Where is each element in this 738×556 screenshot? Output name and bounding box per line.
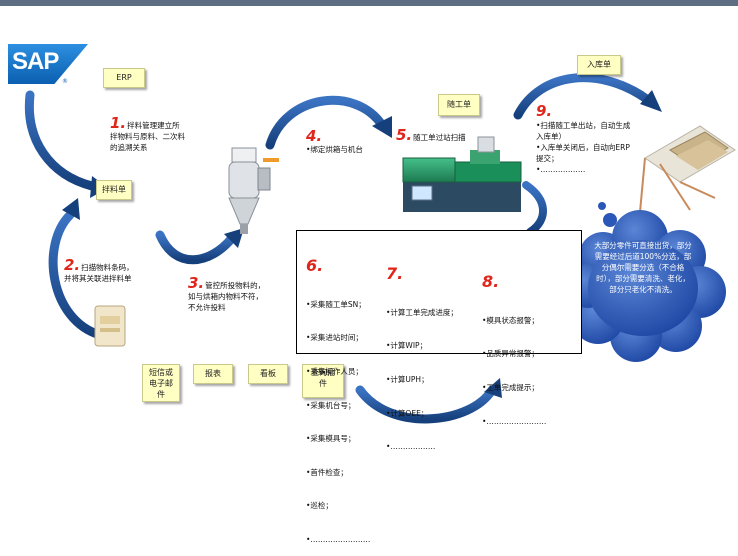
step-1-text: 拌料管理建立所拌物料与原料、二次料的追溯关系 [110,121,185,152]
step-6-item: •…………………… [306,535,371,545]
step-9-number: 9. [536,102,553,120]
step-8-item: •品质异常报警； [482,349,539,359]
note-picklist: 拌料单 [96,180,132,200]
metrics-box [296,230,582,354]
arrow-to-dryer [155,230,237,265]
note-report: 报表 [193,364,233,384]
step-6-item: •采集机台号； [306,400,356,410]
note-erp: ERP [103,68,145,88]
step-6-item: •巡检； [306,501,333,511]
note-traveler: 随工单 [438,94,480,116]
arrow-picklist-to-bag [48,210,105,340]
step-3-number: 3. [188,274,205,292]
step-9-line: •扫描随工单出站，自动生成入库单） [536,121,631,141]
step-8-number: 8. [482,272,500,292]
step-6-item: •采集进站时间； [306,333,363,343]
step-9-line: •……………… [536,165,586,174]
warehouse-illustration [639,125,736,213]
sap-logo: SAP [8,44,88,84]
arrow-machine-to-warehouse [513,73,653,120]
sap-logo-text: SAP [12,48,59,75]
arrow-sap-to-picklist [24,90,97,191]
injection-machine-illustration [402,136,522,212]
note-warehouse: 入库单 [577,55,621,75]
step-8-list: 8. •模具状态报警； •品质异常报警； •工单完成提示； •…………………… [482,252,546,438]
note-plugin: 查询插 件 [302,364,344,398]
step-3: 3.管控所投物料的，如与烘箱内物料不符，不允许投料 [188,276,268,313]
step-8-item: •…………………… [482,416,547,426]
sap-registered-mark: ® [62,78,68,85]
step-9-line: •入库单关闭后，自动向ERP提交； [536,143,630,163]
step-6-item: •采集模具号； [306,434,356,444]
step-5-text: 随工单过站扫描 [413,133,466,142]
step-8-item: •工单完成提示； [482,383,539,393]
step-7-item: •计算WIP； [386,341,428,351]
arrow-dryer-to-machine [265,95,387,150]
step-4: 4.•绑定烘箱与机台 [306,128,378,155]
note-board: 看板 [248,364,288,384]
process-flow-arrows [24,73,736,424]
step-6-item: •首件检查； [306,467,348,477]
top-bar [0,0,738,6]
step-7-item: •计算工单完成进度； [386,307,458,317]
step-1: 1.拌料管理建立所拌物料与原料、二次料的追溯关系 [110,116,186,153]
arrow-bottom-return [355,385,497,424]
step-8-item: •模具状态报警； [482,315,539,325]
step-7-item: •计算OEE； [386,408,429,418]
dryer-illustration [228,147,279,234]
step-9: 9. •扫描随工单出站，自动生成入库单） •入库单关闭后，自动向ERP提交； •… [536,102,636,175]
note-sms-email: 短信或 电子邮 件 [142,364,180,402]
step-5-number: 5. [396,126,413,144]
cloud-shape [566,202,726,362]
step-6-item: •采集操作人员； [306,367,363,377]
step-5: 5.随工单过站扫描 [396,128,466,143]
step-7-list: 7. •计算工单完成进度； •计算WIP； •计算UPH； •计算OEE； •…… [386,244,458,464]
step-7-number: 7. [386,264,404,284]
step-2-text: 扫描物料条码，并将其关联进拌料单 [64,263,134,283]
step-3-text: 管控所投物料的，如与烘箱内物料不符，不允许投料 [188,281,266,312]
arrow-machine-down [522,181,547,236]
step-2-number: 2. [64,256,81,274]
step-1-number: 1. [110,114,127,132]
step-2: 2.扫描物料条码，并将其关联进拌料单 [64,258,134,284]
step-4-text: •绑定烘箱与机台 [306,145,363,154]
step-7-item: •……………… [386,442,436,452]
material-bag-illustration [94,305,126,347]
step-6-item: •采集随工单SN； [306,299,366,309]
step-6-list: 6. •采集随工单SN； •采集进站时间； •采集操作人员； •采集机台号； •… [306,236,370,556]
step-4-number: 4. [306,127,323,145]
step-7-item: •计算UPH； [386,375,429,385]
step-6-number: 6. [306,256,324,276]
cloud-text: 大部分零件可直接出货，部分需要经过后道100%分选，部分偶尔需要分选（不合格时）… [594,241,692,294]
